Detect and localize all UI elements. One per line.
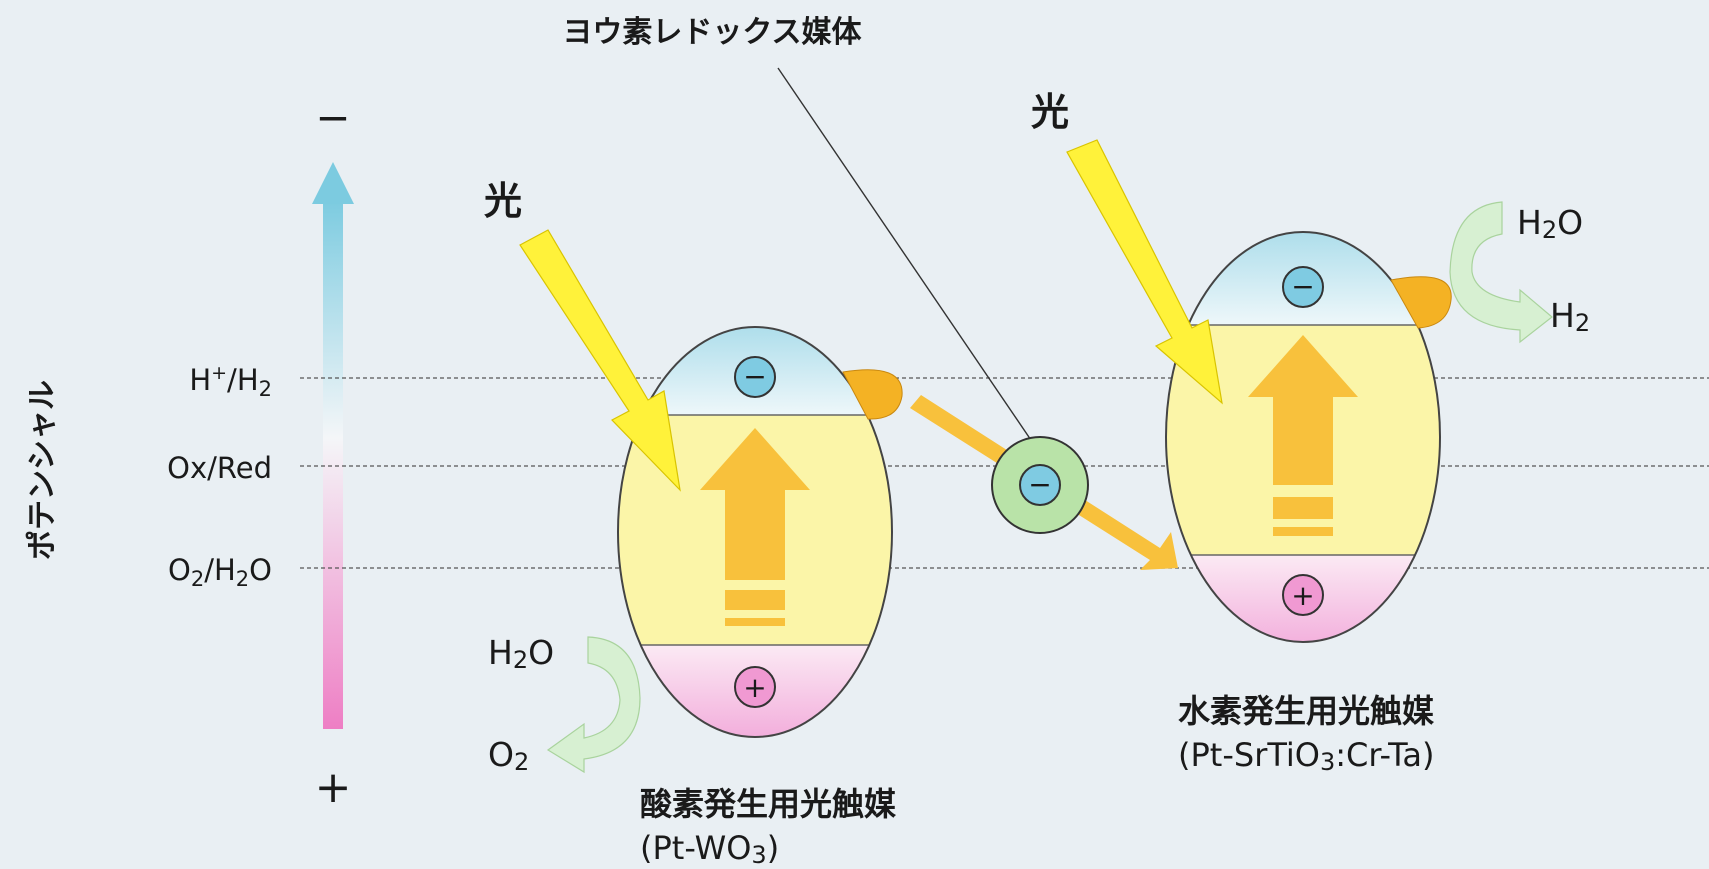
left-water-arrow bbox=[546, 636, 641, 774]
left-excitation-arrow bbox=[700, 428, 810, 626]
left-photocatalyst: − + bbox=[617, 326, 903, 738]
left-product-o2: O2 bbox=[488, 735, 529, 776]
level-label-o: O2/H2O bbox=[168, 553, 272, 591]
potential-axis: ポテンシャル − + bbox=[25, 93, 354, 813]
left-light-label: 光 bbox=[484, 179, 522, 223]
right-light-label: 光 bbox=[1031, 90, 1069, 134]
right-reactant-h2o: H2O bbox=[1517, 203, 1583, 244]
level-label-h: H+/H2 bbox=[189, 362, 272, 401]
right-excitation-arrow bbox=[1248, 335, 1358, 536]
mediator-label: ヨウ素レドックス媒体 bbox=[562, 15, 862, 50]
right-cocatalyst bbox=[1390, 276, 1452, 329]
svg-text:+: + bbox=[743, 671, 766, 704]
svg-text:−: − bbox=[1291, 270, 1314, 303]
left-catalyst-name: 酸素発生用光触媒 bbox=[640, 785, 897, 823]
left-cocatalyst bbox=[842, 369, 903, 420]
potential-axis-title: ポテンシャル bbox=[25, 380, 60, 560]
right-photocatalyst: − + bbox=[1165, 231, 1452, 643]
svg-text:−: − bbox=[743, 360, 766, 393]
right-catalyst-name: 水素発生用光触媒 bbox=[1178, 692, 1435, 730]
left-particle-outline bbox=[617, 326, 893, 738]
potential-gradient-bar bbox=[323, 200, 343, 729]
axis-positive-sign: + bbox=[315, 762, 352, 813]
mediator-leader-line bbox=[777, 67, 1036, 447]
right-water-arrow bbox=[1449, 201, 1553, 344]
right-light-arrow bbox=[1066, 139, 1223, 405]
left-reactant-h2o: H2O bbox=[488, 633, 554, 674]
axis-negative-sign: − bbox=[315, 93, 350, 142]
right-particle-outline bbox=[1165, 231, 1441, 643]
right-product-h2: H2 bbox=[1550, 296, 1590, 337]
right-catalyst-formula: (Pt-SrTiO3:Cr-Ta) bbox=[1178, 736, 1434, 776]
left-catalyst-formula: (Pt-WO3) bbox=[640, 829, 779, 869]
energy-levels bbox=[300, 377, 1709, 569]
right-electron: − bbox=[1282, 266, 1324, 308]
mediator-electron bbox=[1019, 464, 1061, 506]
mediator-particle: − bbox=[991, 436, 1089, 534]
potential-arrow-head bbox=[312, 162, 354, 204]
left-light-arrow bbox=[519, 229, 681, 492]
left-hole: + bbox=[734, 666, 776, 708]
right-hole: + bbox=[1282, 574, 1324, 616]
level-label-ox: Ox/Red bbox=[167, 451, 272, 485]
svg-text:+: + bbox=[1291, 579, 1314, 612]
left-electron: − bbox=[734, 356, 776, 398]
svg-text:−: − bbox=[1028, 468, 1051, 501]
